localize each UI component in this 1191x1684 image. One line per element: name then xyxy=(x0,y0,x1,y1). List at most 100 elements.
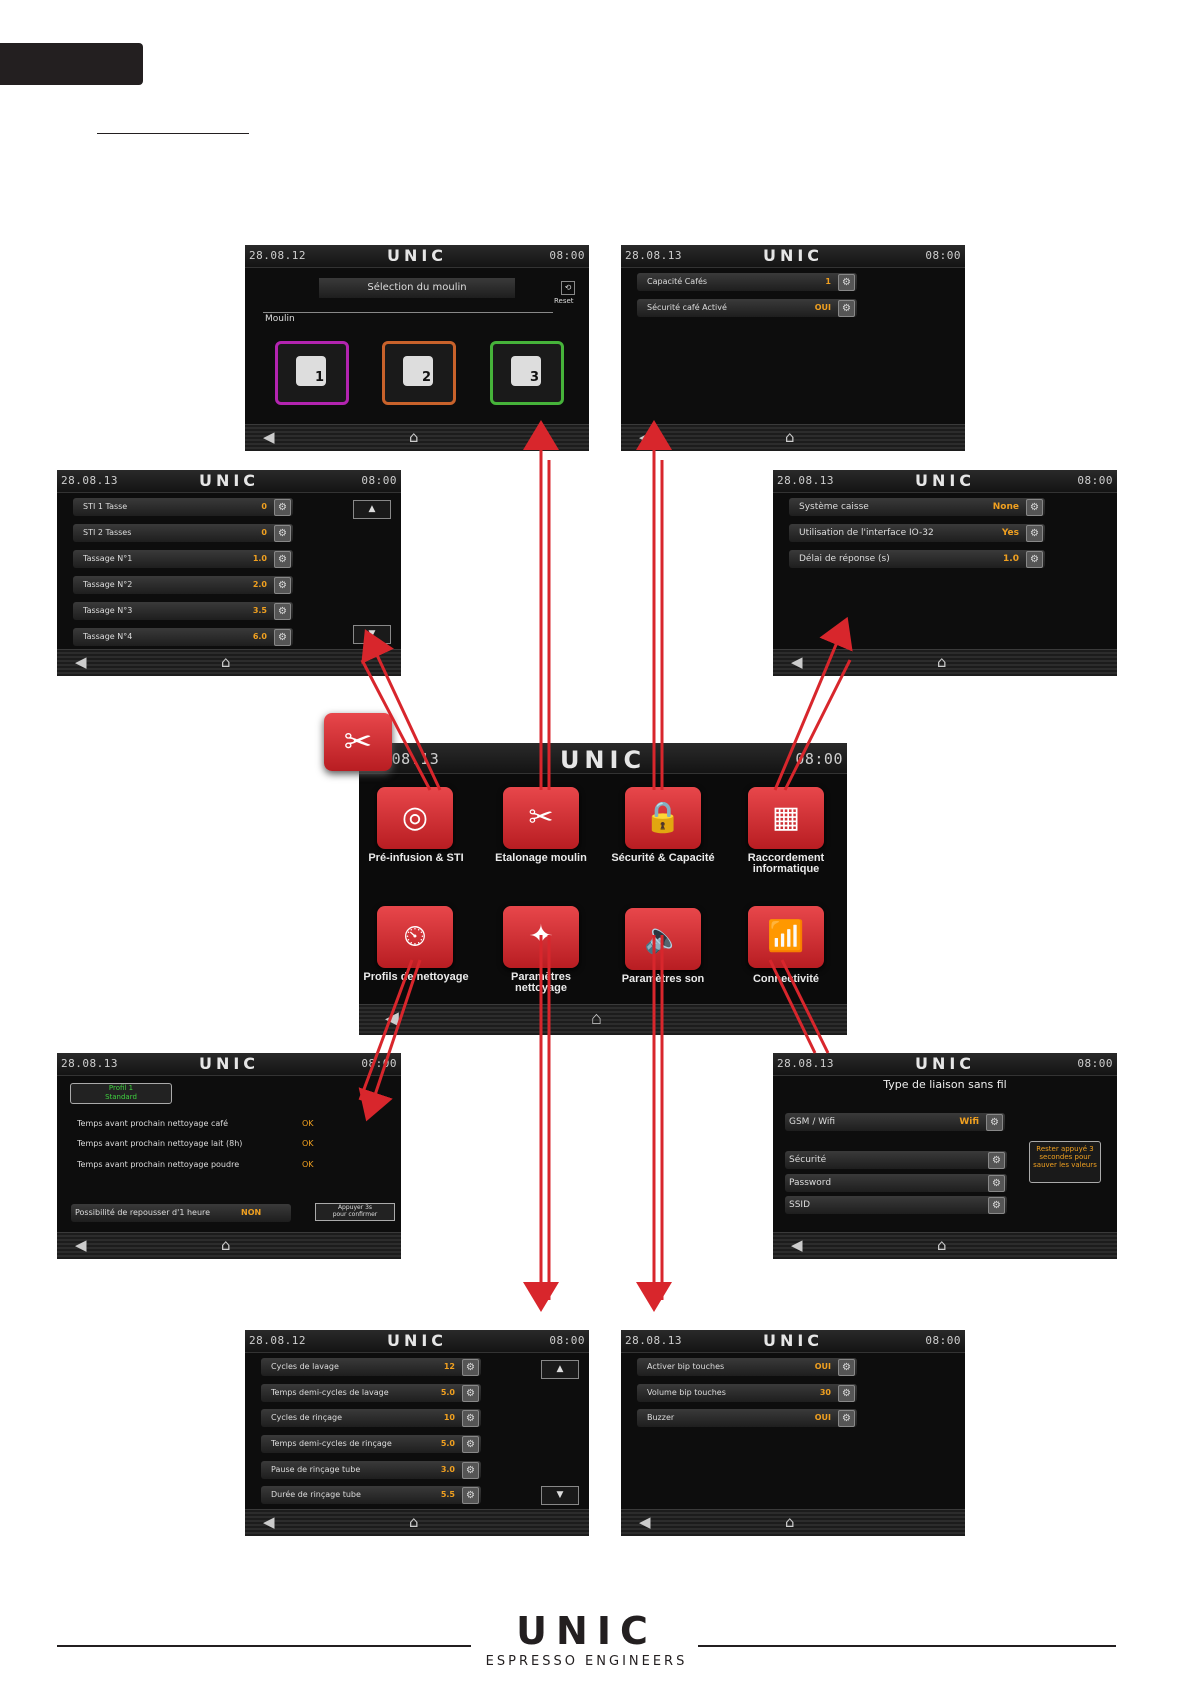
postpone-label: Possibilité de repousser d'1 heure xyxy=(75,1208,211,1217)
back-arrow-icon[interactable]: ◀ xyxy=(75,1236,87,1254)
tile-raccordement[interactable]: ▦ xyxy=(748,787,824,849)
setting-label: Sécurité xyxy=(789,1155,827,1165)
scroll-up-button[interactable]: ▲ xyxy=(541,1360,579,1379)
gear-icon[interactable]: ⚙ xyxy=(838,1410,855,1427)
home-icon[interactable]: ⌂ xyxy=(221,653,231,671)
gear-icon[interactable]: ⚙ xyxy=(838,1359,855,1376)
gear-icon[interactable]: ⚙ xyxy=(462,1410,479,1427)
setting-value: 3.5 xyxy=(252,606,267,615)
tile-etalonage[interactable]: ✂ xyxy=(503,787,579,849)
home-icon[interactable]: ⌂ xyxy=(937,653,947,671)
grinder-button-1[interactable]: 1 xyxy=(275,341,349,405)
screen-title: Type de liaison sans fil xyxy=(883,1078,1007,1091)
back-arrow-icon[interactable]: ◀ xyxy=(791,1236,803,1254)
scroll-down-button[interactable]: ▼ xyxy=(353,625,391,644)
gear-icon[interactable]: ⚙ xyxy=(274,551,291,568)
gear-icon[interactable]: ⚙ xyxy=(274,525,291,542)
home-icon[interactable]: ⌂ xyxy=(785,1513,795,1531)
home-icon[interactable]: ⌂ xyxy=(409,428,419,446)
scroll-down-button[interactable]: ▼ xyxy=(541,1486,579,1505)
setting-row[interactable]: Délai de réponse (s)1.0⚙ xyxy=(789,550,1045,568)
gear-icon[interactable]: ⚙ xyxy=(986,1114,1003,1131)
gear-icon[interactable]: ⚙ xyxy=(274,499,291,516)
tile-connectivite[interactable]: 📶 xyxy=(748,906,824,968)
home-icon[interactable]: ⌂ xyxy=(591,1008,602,1028)
confirm-button[interactable]: Appuyer 3s pour confirmer xyxy=(315,1203,395,1221)
back-arrow-icon[interactable]: ◀ xyxy=(75,653,87,671)
back-arrow-icon[interactable]: ◀ xyxy=(639,428,651,446)
back-arrow-icon[interactable]: ◀ xyxy=(263,428,275,446)
tile-profils[interactable]: ⏲ xyxy=(377,906,453,968)
gear-icon[interactable]: ⚙ xyxy=(462,1385,479,1402)
gear-icon[interactable]: ⚙ xyxy=(274,629,291,646)
grinder-button-3[interactable]: 3 xyxy=(490,341,564,405)
profile-button[interactable]: Profil 1 Standard xyxy=(70,1083,172,1104)
gear-icon[interactable]: ⚙ xyxy=(988,1152,1005,1169)
bottom-bar: ◀ ⌂ xyxy=(621,424,965,451)
gear-icon[interactable]: ⚙ xyxy=(274,577,291,594)
tile-label: Sécurité & Capacité xyxy=(611,852,715,864)
gear-icon[interactable]: ⚙ xyxy=(838,1385,855,1402)
tile-preinfusion[interactable]: ◎ xyxy=(377,787,453,849)
gear-icon[interactable]: ⚙ xyxy=(1026,499,1043,516)
home-icon[interactable]: ⌂ xyxy=(409,1513,419,1531)
gear-icon[interactable]: ⚙ xyxy=(838,300,855,317)
tile-parametres-son[interactable]: 🔈 xyxy=(625,908,701,970)
setting-label: Password xyxy=(789,1178,832,1188)
setting-row[interactable]: Sécurité ⚙ xyxy=(785,1151,1007,1169)
grinder-button-2[interactable]: 2 xyxy=(382,341,456,405)
reset-icon[interactable]: ⟲ xyxy=(561,281,575,295)
setting-row[interactable]: Sécurité café Activé OUI ⚙ xyxy=(637,299,857,317)
status-row: Temps avant prochain nettoyage lait (8h)… xyxy=(77,1139,317,1148)
setting-row[interactable]: Capacité Cafés 1 ⚙ xyxy=(637,273,857,291)
home-icon[interactable]: ⌂ xyxy=(221,1236,231,1254)
setting-row[interactable]: SSID⚙ xyxy=(785,1196,1007,1214)
scroll-up-button[interactable]: ▲ xyxy=(353,500,391,519)
tile-parametres-nettoyage[interactable]: ✦ xyxy=(503,906,579,968)
back-arrow-icon[interactable]: ◀ xyxy=(639,1513,651,1531)
gear-icon[interactable]: ⚙ xyxy=(988,1175,1005,1192)
back-arrow-icon[interactable]: ◀ xyxy=(791,653,803,671)
home-icon[interactable]: ⌂ xyxy=(937,1236,947,1254)
back-arrow-icon[interactable]: ◀ xyxy=(263,1513,275,1531)
gear-icon[interactable]: ⚙ xyxy=(462,1436,479,1453)
setting-row[interactable]: Password ⚙ xyxy=(785,1174,1007,1192)
gear-icon[interactable]: ⚙ xyxy=(462,1462,479,1479)
bottom-bar: ◀ ⌂ xyxy=(359,1004,847,1035)
tile-securite[interactable]: 🔒 xyxy=(625,787,701,849)
gear-icon[interactable]: ⚙ xyxy=(1026,551,1043,568)
setting-label: Sécurité café Activé xyxy=(647,303,727,312)
bottom-bar: ◀ ⌂ xyxy=(245,424,589,451)
setting-value: None xyxy=(992,502,1019,512)
gear-icon[interactable]: ⚙ xyxy=(274,603,291,620)
home-icon[interactable]: ⌂ xyxy=(785,428,795,446)
gear-icon[interactable]: ⚙ xyxy=(462,1359,479,1376)
top-bar: 28.08.13 UNIC 08:00 xyxy=(773,1053,1117,1076)
gear-icon[interactable]: ⚙ xyxy=(1026,525,1043,542)
gear-icon[interactable]: ⚙ xyxy=(838,274,855,291)
gear-icon[interactable]: ⚙ xyxy=(462,1487,479,1504)
top-bar: 28.08.13 UNIC 08:00 xyxy=(773,470,1117,493)
setting-label: Tassage N°1 xyxy=(83,554,133,563)
back-arrow-icon[interactable]: ◀ xyxy=(385,1008,399,1028)
gear-icon[interactable]: ⚙ xyxy=(988,1197,1005,1214)
